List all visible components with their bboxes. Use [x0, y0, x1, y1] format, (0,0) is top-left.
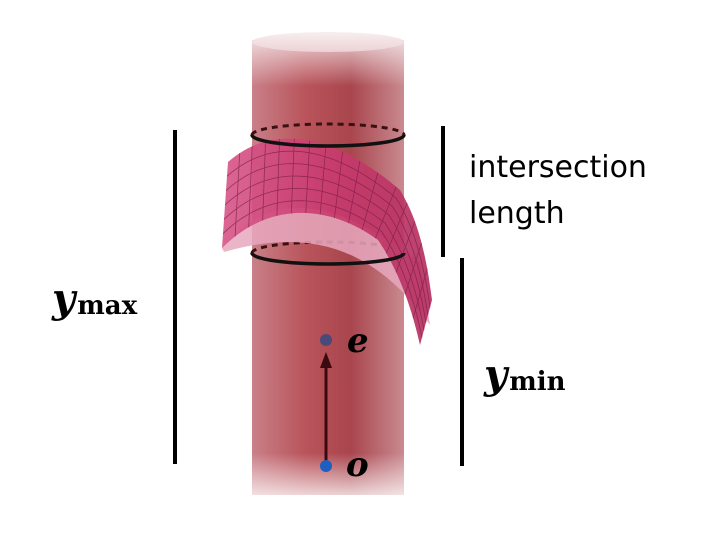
point-e — [320, 334, 332, 346]
point-o — [320, 460, 332, 472]
surface-grid-curve — [222, 200, 423, 338]
ymax-label: ymax — [51, 275, 138, 322]
surface-grid — [222, 138, 431, 338]
upper-ring-front — [250, 134, 406, 148]
intersection-label-line1: intersection — [469, 150, 647, 185]
surface-grid-curve — [223, 187, 425, 331]
ymin-label: ymin — [483, 351, 566, 398]
vector-arrowhead — [320, 352, 332, 368]
intersection-label-line2: length — [469, 196, 565, 231]
lower-ring-front — [250, 252, 406, 266]
surface-grid-curve — [226, 150, 431, 308]
surface-grid-curve — [225, 163, 429, 316]
curved-surface — [222, 138, 432, 345]
surface-grid-curve — [224, 175, 427, 323]
label-e: e — [347, 321, 369, 361]
upper-ring-back — [250, 122, 406, 136]
surface-patch — [222, 138, 432, 345]
label-o: o — [346, 445, 369, 485]
